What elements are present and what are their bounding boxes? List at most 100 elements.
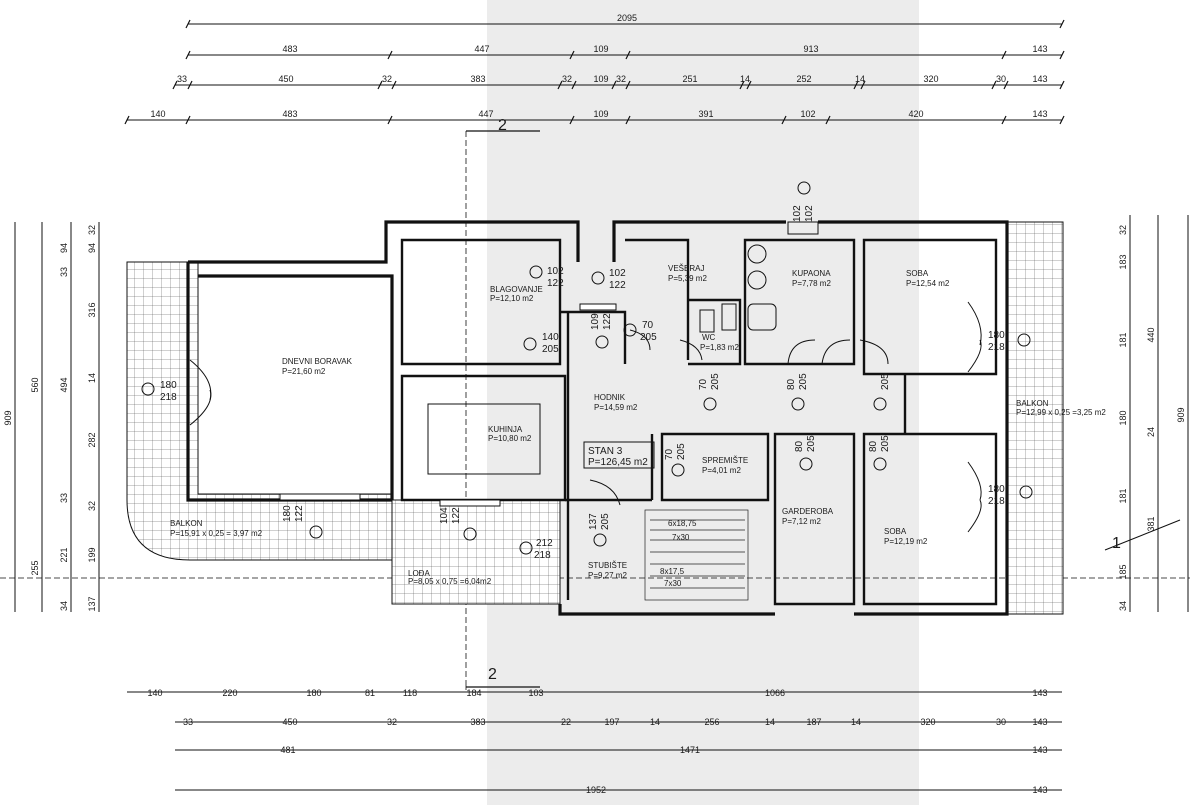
room-hodnik: HODNIK bbox=[594, 393, 626, 402]
dimensions-left: 909 560 255 94 33 494 33 221 34 32 94 31… bbox=[3, 222, 100, 612]
svg-text:122: 122 bbox=[451, 507, 462, 524]
room-blagovanje: BLAGOVANJE bbox=[490, 285, 543, 294]
svg-text:205: 205 bbox=[600, 513, 611, 530]
svg-text:218: 218 bbox=[160, 392, 177, 403]
svg-text:81: 81 bbox=[365, 688, 375, 698]
svg-text:137: 137 bbox=[588, 513, 599, 530]
stan-box bbox=[583, 441, 655, 469]
svg-text:P=21,60 m2: P=21,60 m2 bbox=[282, 367, 326, 376]
svg-text:205: 205 bbox=[710, 373, 721, 390]
axis-label-2-bottom: 2 bbox=[488, 666, 497, 683]
room-stubiste: STUBIŠTE bbox=[588, 561, 627, 570]
svg-text:383: 383 bbox=[470, 717, 485, 727]
svg-text:102: 102 bbox=[547, 266, 564, 277]
axis-label-1: 1 bbox=[1112, 535, 1121, 552]
svg-text:251: 251 bbox=[682, 74, 697, 84]
room-kuhinja: KUHINJA bbox=[488, 425, 523, 434]
svg-text:140: 140 bbox=[147, 688, 162, 698]
svg-text:205: 205 bbox=[880, 373, 891, 390]
svg-text:P=14,59 m2: P=14,59 m2 bbox=[594, 403, 638, 412]
svg-text:P=12,10 m2: P=12,10 m2 bbox=[490, 294, 534, 303]
svg-text:70: 70 bbox=[642, 320, 654, 331]
svg-text:32: 32 bbox=[562, 74, 572, 84]
svg-text:143: 143 bbox=[1032, 688, 1047, 698]
room-soba-2: SOBA bbox=[884, 527, 907, 536]
svg-text:282: 282 bbox=[87, 432, 97, 447]
svg-text:450: 450 bbox=[282, 717, 297, 727]
svg-text:143: 143 bbox=[1032, 74, 1047, 84]
svg-text:30: 30 bbox=[996, 74, 1006, 84]
svg-text:447: 447 bbox=[478, 109, 493, 119]
svg-text:7x30: 7x30 bbox=[672, 533, 690, 542]
svg-text:P=15,91 x 0,25 = 3,97 m2: P=15,91 x 0,25 = 3,97 m2 bbox=[170, 529, 263, 538]
svg-text:122: 122 bbox=[547, 278, 564, 289]
svg-text:80: 80 bbox=[794, 440, 805, 452]
svg-text:316: 316 bbox=[87, 302, 97, 317]
svg-text:909: 909 bbox=[3, 410, 13, 425]
svg-text:102: 102 bbox=[804, 205, 815, 222]
door-swings bbox=[189, 301, 982, 533]
svg-text:P=1,83 m2: P=1,83 m2 bbox=[700, 343, 739, 352]
svg-text:33: 33 bbox=[177, 74, 187, 84]
svg-text:483: 483 bbox=[282, 109, 297, 119]
svg-text:180: 180 bbox=[988, 330, 1005, 341]
stan-area: P=126,45 m2 bbox=[588, 457, 648, 468]
svg-text:205: 205 bbox=[798, 373, 809, 390]
svg-text:143: 143 bbox=[1032, 745, 1047, 755]
room-spremiste: SPREMIŠTE bbox=[702, 456, 748, 465]
svg-text:122: 122 bbox=[609, 280, 626, 291]
svg-text:103: 103 bbox=[528, 688, 543, 698]
svg-text:7x30: 7x30 bbox=[664, 579, 682, 588]
svg-text:483: 483 bbox=[282, 44, 297, 54]
room-wc: WC bbox=[702, 333, 716, 342]
svg-text:22: 22 bbox=[561, 717, 571, 727]
svg-text:70: 70 bbox=[664, 448, 675, 460]
svg-text:180: 180 bbox=[160, 380, 177, 391]
room-balkon-right: BALKON bbox=[1016, 399, 1049, 408]
svg-text:32: 32 bbox=[87, 225, 97, 235]
svg-text:32: 32 bbox=[87, 501, 97, 511]
room-soba-1: SOBA bbox=[906, 269, 929, 278]
svg-text:137: 137 bbox=[87, 596, 97, 611]
svg-text:P=12,99 x 0,25 =3,25 m2: P=12,99 x 0,25 =3,25 m2 bbox=[1016, 408, 1106, 417]
svg-text:909: 909 bbox=[1176, 407, 1186, 422]
svg-text:30: 30 bbox=[996, 717, 1006, 727]
openings: 180 218 102 122 102 122 140 205 109 122 … bbox=[141, 181, 1033, 561]
svg-text:494: 494 bbox=[59, 377, 69, 392]
axis-label-2-top: 2 bbox=[498, 117, 507, 134]
svg-text:P=7,12 m2: P=7,12 m2 bbox=[782, 517, 821, 526]
svg-text:185: 185 bbox=[1118, 564, 1128, 579]
svg-text:32: 32 bbox=[382, 74, 392, 84]
svg-text:24: 24 bbox=[1146, 427, 1156, 437]
svg-text:122: 122 bbox=[602, 313, 613, 330]
svg-text:70: 70 bbox=[698, 378, 709, 390]
svg-text:481: 481 bbox=[280, 745, 295, 755]
svg-text:14: 14 bbox=[765, 717, 775, 727]
svg-text:102: 102 bbox=[792, 205, 803, 222]
dimensions-bottom: 140 220 180 81 118 184 103 1066 143 33 4… bbox=[127, 688, 1062, 795]
svg-text:143: 143 bbox=[1032, 717, 1047, 727]
svg-text:218: 218 bbox=[988, 342, 1005, 353]
svg-text:180: 180 bbox=[306, 688, 321, 698]
balcony-right bbox=[1006, 221, 1064, 615]
svg-text:140: 140 bbox=[542, 332, 559, 343]
svg-text:199: 199 bbox=[87, 547, 97, 562]
svg-text:383: 383 bbox=[470, 74, 485, 84]
svg-text:560: 560 bbox=[30, 377, 40, 392]
bathroom-fixtures bbox=[699, 221, 819, 333]
svg-text:32: 32 bbox=[1118, 225, 1128, 235]
svg-text:P=9,27 m2: P=9,27 m2 bbox=[588, 571, 627, 580]
room-lodja: LOĐA bbox=[408, 569, 430, 578]
svg-text:6x18,75: 6x18,75 bbox=[668, 519, 697, 528]
paper-fold-band bbox=[487, 0, 919, 805]
svg-text:P=8,05 x 0,75 =6,04m2: P=8,05 x 0,75 =6,04m2 bbox=[408, 577, 492, 586]
svg-text:33: 33 bbox=[59, 267, 69, 277]
svg-text:102: 102 bbox=[609, 268, 626, 279]
svg-text:205: 205 bbox=[806, 435, 817, 452]
svg-text:391: 391 bbox=[698, 109, 713, 119]
svg-text:34: 34 bbox=[59, 601, 69, 611]
svg-text:102: 102 bbox=[800, 109, 815, 119]
svg-text:913: 913 bbox=[803, 44, 818, 54]
svg-text:221: 221 bbox=[59, 547, 69, 562]
room-dnevni-boravak: DNEVNI BORAVAK bbox=[282, 357, 353, 366]
